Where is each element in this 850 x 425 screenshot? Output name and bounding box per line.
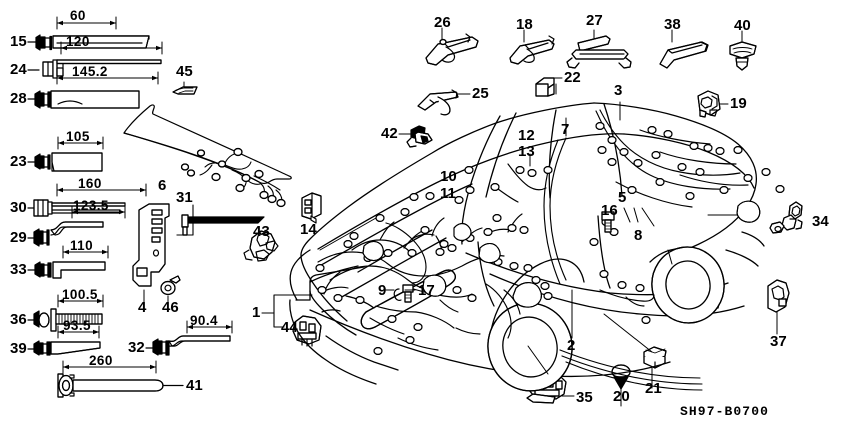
callout-38: 38 (664, 16, 681, 33)
callout-17: 17 (418, 282, 435, 299)
part-37-clip (767, 279, 790, 335)
callout-44: 44 (281, 319, 298, 336)
callout-11: 11 (440, 185, 456, 202)
callout-6: 6 (158, 177, 167, 194)
callout-41: 41 (186, 377, 203, 394)
drawing-code: SH97-B0700 (680, 404, 770, 419)
dimension-260: 260 (89, 353, 113, 368)
part-27-clip (566, 29, 632, 69)
callout-10: 10 (440, 168, 457, 185)
dimension-110: 110 (70, 238, 93, 253)
callout-2: 2 (567, 337, 576, 354)
callout-27: 27 (586, 12, 603, 29)
callout-35: 35 (576, 389, 593, 406)
harness-clip-markers (315, 122, 785, 355)
callout-19: 19 (730, 95, 747, 112)
callout-26: 26 (434, 14, 451, 31)
callout-46: 46 (162, 299, 179, 316)
part-1-front-harness-leader (261, 294, 313, 328)
callout-25: 25 (472, 85, 489, 102)
dimension-160: 160 (78, 176, 102, 191)
part-44-connector-clip (292, 315, 322, 347)
callout-23: 23 (10, 153, 27, 170)
part-31-clip-bracket (176, 214, 265, 236)
part-34-clip (707, 201, 803, 234)
callout-34: 34 (812, 213, 829, 230)
part-40-grommet (729, 30, 757, 71)
part-18-clip (509, 29, 555, 65)
part-16-bolt (601, 211, 615, 233)
part-33-band-clip (27, 245, 109, 279)
part-45-pad (172, 81, 198, 95)
part-26-clip (425, 27, 479, 66)
callout-30: 30 (10, 199, 27, 216)
callout-42: 42 (381, 125, 398, 142)
callout-9: 9 (378, 282, 387, 299)
dimension-145-2: 145.2 (72, 64, 108, 79)
part-17-bolt (393, 284, 414, 303)
part-43-harness-clip (243, 230, 279, 262)
dimension-100-5: 100.5 (62, 287, 98, 302)
callout-8: 8 (634, 227, 643, 244)
callout-14: 14 (300, 221, 317, 238)
callout-20: 20 (613, 388, 630, 405)
part-42-clip (398, 125, 433, 148)
callout-32: 32 (128, 339, 145, 356)
callout-1: 1 (252, 304, 261, 321)
dimension-123-5: 123.5 (73, 198, 109, 213)
part-41-band-clip (57, 360, 184, 398)
part-14-harness-clip (301, 192, 322, 224)
part-29-band-clip (27, 205, 126, 247)
callout-24: 24 (10, 61, 27, 78)
callout-12: 12 (518, 127, 535, 144)
part-19-clip (697, 90, 729, 118)
callout-29: 29 (10, 229, 27, 246)
part-15-band-clip (27, 16, 150, 51)
callout-3: 3 (614, 82, 623, 99)
callout-28: 28 (10, 90, 27, 107)
callout-16: 16 (601, 202, 618, 219)
callout-43: 43 (253, 223, 270, 240)
dimension-60: 60 (70, 8, 86, 23)
callout-21: 21 (645, 380, 662, 397)
callout-31: 31 (176, 189, 193, 206)
part-32-band-clip (145, 320, 233, 356)
part-36-band-clip (27, 294, 104, 332)
part-46-screw-grommet (160, 275, 181, 307)
part-4-harness-bracket (132, 203, 170, 307)
dimension-90-4: 90.4 (190, 313, 218, 328)
harness-routing (317, 109, 749, 391)
callout-22: 22 (564, 69, 581, 86)
part-39-band-clip (27, 325, 101, 356)
callout-45: 45 (176, 63, 193, 80)
callout-leaders (319, 83, 673, 339)
part-25-clip (417, 89, 471, 116)
callout-15: 15 (10, 33, 27, 50)
part-6-tailgate-harness (123, 104, 292, 236)
callout-39: 39 (10, 340, 27, 357)
part-30-band-clip (27, 183, 147, 217)
callout-33: 33 (10, 261, 27, 278)
callout-40: 40 (734, 17, 751, 34)
part-23-band-clip (27, 136, 104, 172)
dimension-120: 120 (66, 34, 90, 49)
callout-36: 36 (10, 311, 27, 328)
callout-18: 18 (516, 16, 533, 33)
dimension-93-5: 93.5 (63, 318, 91, 333)
part-38-clip (659, 29, 709, 69)
part-28-band-clip (27, 71, 159, 109)
callout-4: 4 (138, 299, 147, 316)
callout-7: 7 (561, 121, 570, 138)
callout-37: 37 (770, 333, 787, 350)
callout-13: 13 (518, 143, 535, 160)
callout-5: 5 (618, 189, 627, 206)
part-22-clip (535, 77, 563, 97)
dimension-105: 105 (66, 129, 90, 144)
part-21-clip (643, 346, 667, 389)
